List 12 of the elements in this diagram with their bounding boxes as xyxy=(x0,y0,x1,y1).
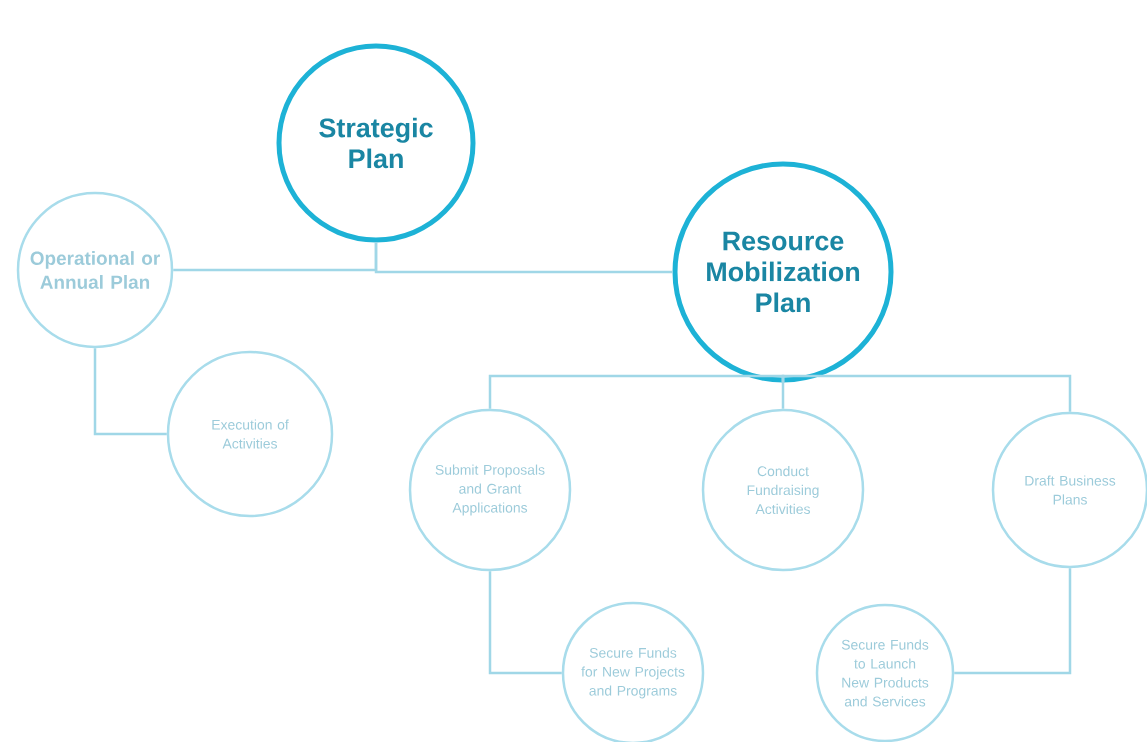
connector-line xyxy=(781,374,1072,412)
connector-line xyxy=(488,374,785,409)
circle-node: Conduct Fundraising Activities xyxy=(701,408,865,572)
circle-node: Resource Mobilization Plan xyxy=(672,161,894,383)
circle-node: Submit Proposals and Grant Applications xyxy=(408,408,572,572)
connector-line xyxy=(374,242,673,274)
circle-node: Strategic Plan xyxy=(276,43,476,243)
circle-node: Operational or Annual Plan xyxy=(16,191,174,349)
connector-line xyxy=(93,348,167,436)
connector-line xyxy=(954,568,1072,675)
connector-line xyxy=(488,571,562,675)
circle-node: Execution of Activities xyxy=(166,350,334,518)
